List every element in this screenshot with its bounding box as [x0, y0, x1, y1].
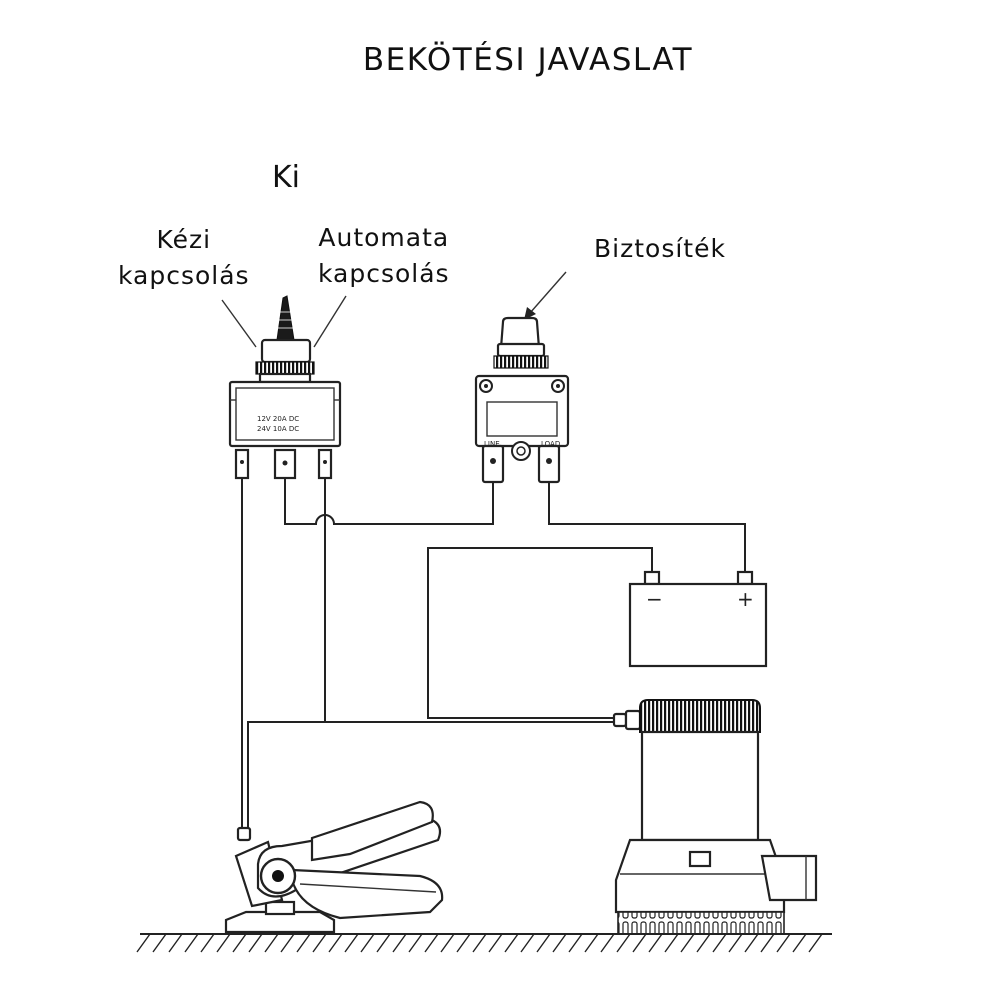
floor-hatch — [392, 933, 407, 953]
floor-hatch — [264, 933, 279, 953]
floor-hatch — [664, 933, 679, 953]
floor-hatch — [280, 933, 295, 953]
floor-hatch — [488, 933, 503, 953]
battery: − + — [628, 570, 768, 668]
floor-hatch — [216, 933, 231, 953]
label-auto-line1: Automata — [318, 223, 450, 252]
label-fuse: Biztosíték — [594, 234, 726, 263]
floor-hatch — [744, 933, 759, 953]
switch-rating-line1: 12V 20A DC — [257, 415, 299, 423]
floor-hatch — [136, 933, 151, 953]
floor-hatch — [440, 933, 455, 953]
floor-hatch — [248, 933, 263, 953]
label-manual-line1: Kézi — [156, 225, 212, 254]
battery-positive-symbol: + — [737, 587, 754, 611]
floor-hatch — [536, 933, 551, 953]
breaker-line-label: LINE — [484, 440, 500, 448]
label-manual-line2: kapcsolás — [118, 261, 250, 290]
page-title: BEKÖTÉSI JAVASLAT — [362, 42, 694, 78]
floor-hatch — [776, 933, 791, 953]
floor-hatch — [728, 933, 743, 953]
floor-hatch — [312, 933, 327, 953]
floor-hatch — [632, 933, 647, 953]
floor-hatch — [504, 933, 519, 953]
floor-hatch — [760, 933, 775, 953]
floor-hatch — [424, 933, 439, 953]
floor-hatch — [520, 933, 535, 953]
floor-hatch — [680, 933, 695, 953]
floor-surface — [136, 933, 832, 953]
floor-hatch — [600, 933, 615, 953]
leader-auto — [313, 295, 347, 348]
floor-hatch — [168, 933, 183, 953]
floor-hatch — [696, 933, 711, 953]
floor-hatch — [472, 933, 487, 953]
float-switch — [224, 800, 444, 934]
label-auto-line2: kapcsolás — [318, 259, 450, 288]
floor-hatch — [552, 933, 567, 953]
floor-hatch — [200, 933, 215, 953]
floor-hatch — [328, 933, 343, 953]
floor-hatch — [296, 933, 311, 953]
floor-hatch — [712, 933, 727, 953]
floor-hatch — [152, 933, 167, 953]
label-off: Ki — [272, 160, 301, 195]
floor-hatch — [808, 933, 823, 953]
floor-hatch — [456, 933, 471, 953]
wires — [241, 478, 746, 832]
battery-negative-symbol: − — [646, 587, 663, 611]
floor-hatch — [616, 933, 631, 953]
floor-hatch — [232, 933, 247, 953]
toggle-switch: 12V 20A DC 24V 10A DC — [228, 295, 342, 480]
switch-rating-line2: 24V 10A DC — [257, 425, 299, 433]
floor-hatch — [360, 933, 375, 953]
floor-hatch — [792, 933, 807, 953]
circuit-breaker: LINE LOAD — [474, 316, 570, 484]
leader-fuse — [524, 271, 567, 320]
breaker-load-label: LOAD — [541, 440, 560, 448]
floor-hatch — [344, 933, 359, 953]
label-auto-switching: Automata kapcsolás — [318, 220, 450, 292]
floor-hatch — [584, 933, 599, 953]
label-manual-switching: Kézi kapcsolás — [118, 222, 250, 294]
leader-manual — [221, 299, 257, 348]
floor-hatch — [376, 933, 391, 953]
floor-hatch — [408, 933, 423, 953]
floor-hatch — [568, 933, 583, 953]
floor-hatch — [184, 933, 199, 953]
floor-hatch — [648, 933, 663, 953]
bilge-pump — [612, 699, 818, 935]
